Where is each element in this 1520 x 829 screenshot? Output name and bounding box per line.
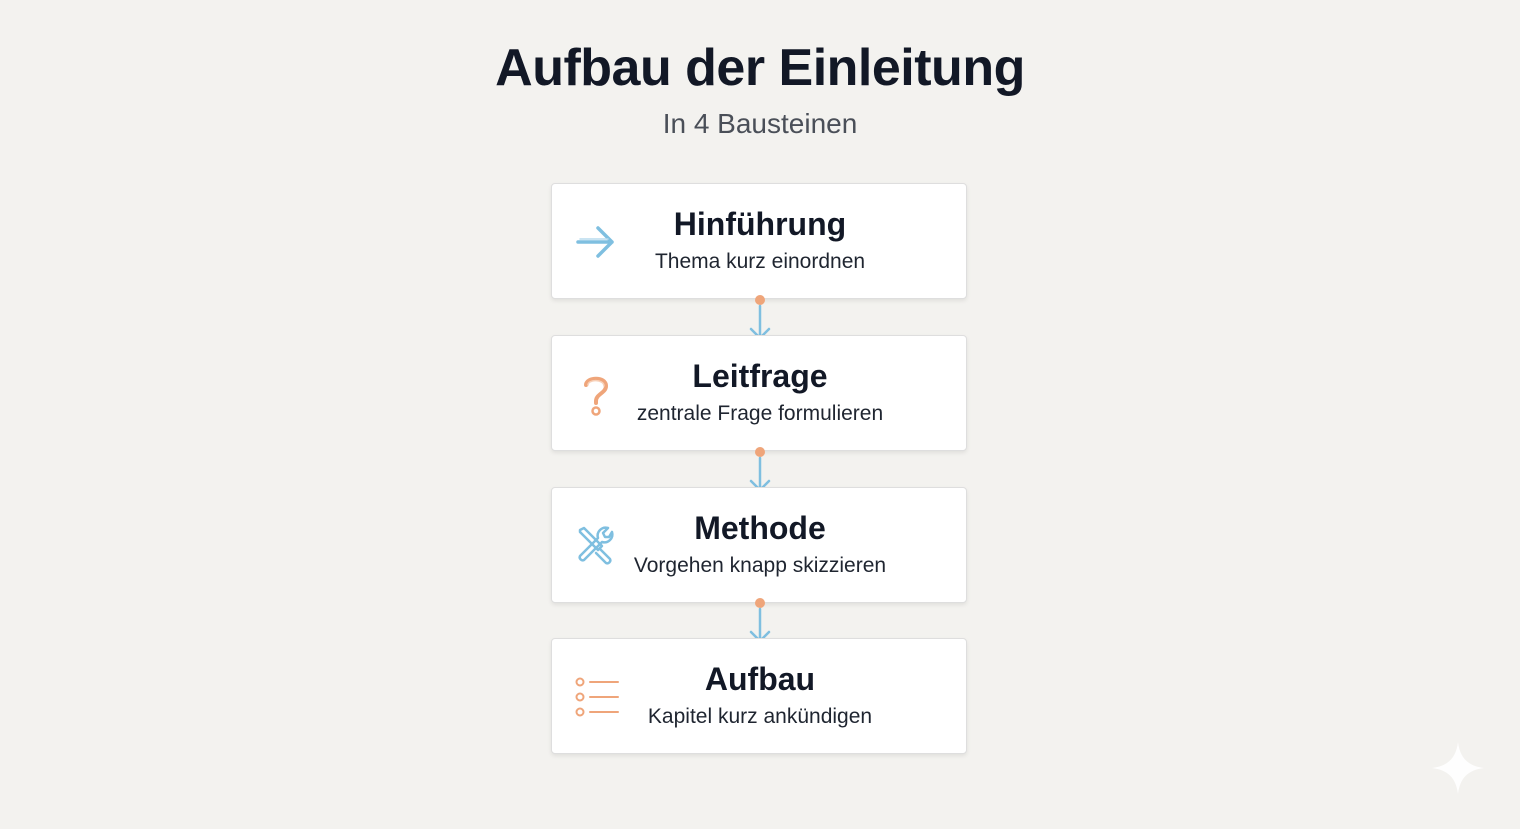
step-description: Vorgehen knapp skizzieren — [633, 554, 887, 577]
question-mark-icon — [572, 370, 620, 418]
tools-icon — [572, 522, 620, 570]
step-title: Aufbau — [704, 661, 816, 697]
list-icon — [572, 673, 620, 721]
step-title: Leitfrage — [692, 358, 828, 394]
step-description: Thema kurz einordnen — [654, 250, 866, 273]
page-title: Aufbau der Einleitung — [495, 39, 1025, 97]
arrow-right-icon — [572, 218, 620, 266]
step-card-methode: Methode Vorgehen knapp skizzieren — [551, 487, 967, 603]
sparkle-icon — [1430, 740, 1486, 796]
step-title: Methode — [694, 510, 826, 546]
step-description: zentrale Frage formulieren — [636, 402, 884, 425]
step-card-aufbau: Aufbau Kapitel kurz ankündigen — [551, 638, 967, 754]
step-description: Kapitel kurz ankündigen — [647, 705, 873, 728]
page-subtitle: In 4 Bausteinen — [662, 108, 858, 139]
step-title: Hinführung — [673, 206, 847, 242]
step-card-leitfrage: Leitfrage zentrale Frage formulieren — [551, 335, 967, 451]
step-card-hinfuehrung: Hinführung Thema kurz einordnen — [551, 183, 967, 299]
